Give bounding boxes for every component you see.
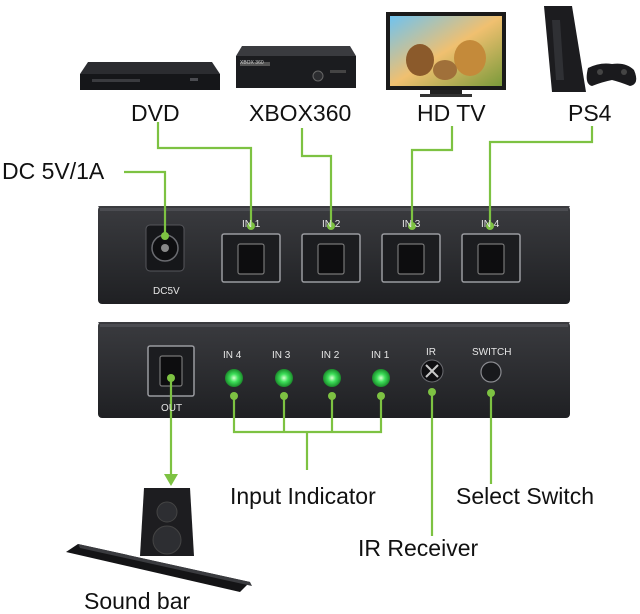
led-in2 xyxy=(323,369,341,387)
ps4-console-icon xyxy=(544,6,637,92)
ir-label: IR xyxy=(426,347,436,358)
led-in3 xyxy=(275,369,293,387)
rear-in2-label: IN 2 xyxy=(322,219,341,230)
indicator-in4-label: IN 4 xyxy=(223,350,242,361)
select-switch-button[interactable] xyxy=(480,361,502,383)
dc-port-label: DC5V xyxy=(153,286,180,297)
connector-dots xyxy=(161,222,495,400)
rear-panel xyxy=(98,206,570,304)
xbox360-console-icon xyxy=(236,46,356,88)
indicator-in2-label: IN 2 xyxy=(321,350,340,361)
sound-bar-callout: Sound bar xyxy=(84,588,191,614)
optical-input-port-1 xyxy=(221,233,281,283)
connector-lines xyxy=(124,122,594,536)
optical-input-port-3 xyxy=(381,233,441,283)
xbox360-label: XBOX360 xyxy=(249,100,352,126)
optical-output-port xyxy=(147,345,195,397)
xbox-logo-text: XBOX 360 xyxy=(240,60,264,66)
switch-label: SWITCH xyxy=(472,347,512,358)
hd-tv-label: HD TV xyxy=(417,100,486,126)
rear-in3-label: IN 3 xyxy=(402,219,421,230)
led-in4 xyxy=(225,369,243,387)
dvd-player-icon xyxy=(80,62,220,90)
ir-receiver-callout: IR Receiver xyxy=(358,535,479,561)
out-port-label: OUT xyxy=(161,403,183,414)
rear-in4-label: IN 4 xyxy=(481,219,500,230)
select-switch-callout: Select Switch xyxy=(456,483,595,509)
ps4-label: PS4 xyxy=(568,100,612,126)
dvd-label: DVD xyxy=(131,100,180,126)
dc-power-label: DC 5V/1A xyxy=(2,158,105,184)
led-in1 xyxy=(372,369,390,387)
ir-receiver-window xyxy=(420,359,444,383)
dc-power-jack xyxy=(145,224,185,272)
sound-bar-icon xyxy=(66,488,252,592)
indicator-in1-label: IN 1 xyxy=(371,350,390,361)
indicator-in3-label: IN 3 xyxy=(272,350,291,361)
arrow-to-sound-bar xyxy=(164,474,178,486)
hd-tv-icon xyxy=(386,12,506,97)
rear-in1-label: IN 1 xyxy=(242,219,261,230)
optical-input-port-4 xyxy=(461,233,521,283)
input-indicator-callout: Input Indicator xyxy=(230,483,376,509)
optical-input-port-2 xyxy=(301,233,361,283)
front-panel xyxy=(98,322,570,418)
